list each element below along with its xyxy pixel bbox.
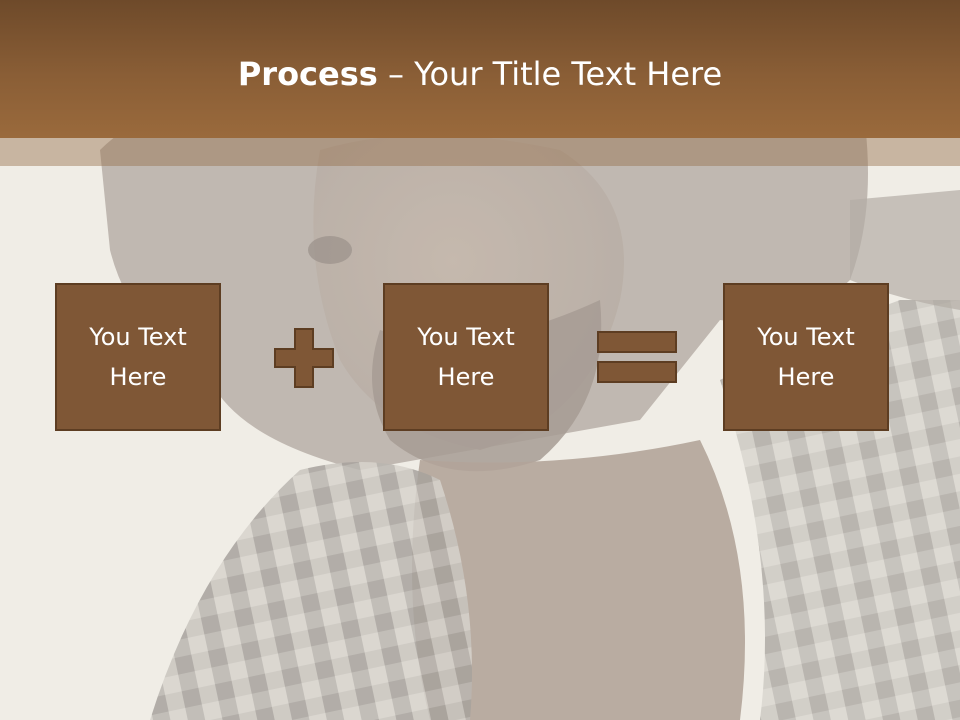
- title-rest: – Your Title Text Here: [377, 55, 723, 93]
- process-box-3-text: You Text Here: [757, 323, 855, 391]
- equals-icon: [597, 331, 677, 383]
- process-box-2[interactable]: You Text Here: [383, 283, 549, 431]
- title-bar: [0, 0, 960, 138]
- process-box-1-text: You Text Here: [89, 323, 187, 391]
- slide-title: Process – Your Title Text Here: [0, 52, 960, 96]
- process-box-2-text: You Text Here: [417, 323, 515, 391]
- plus-icon: [274, 328, 334, 388]
- title-bar-strip: [0, 138, 960, 166]
- process-box-3[interactable]: You Text Here: [723, 283, 889, 431]
- title-bold: Process: [237, 55, 378, 93]
- process-box-1[interactable]: You Text Here: [55, 283, 221, 431]
